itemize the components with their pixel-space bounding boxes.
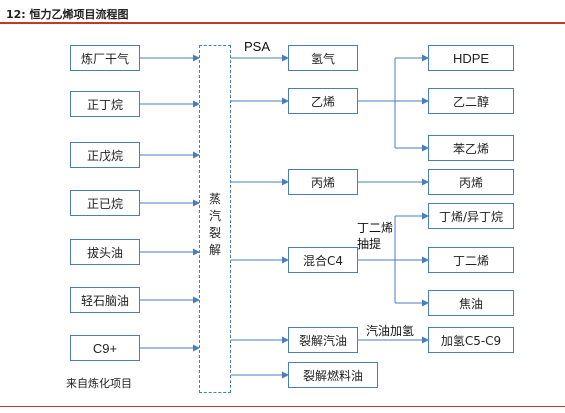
product-cracked-fuel-oil: 裂解燃料油 xyxy=(288,362,378,388)
figure-title: 12: 恒力乙烯项目流程图 xyxy=(6,8,129,21)
feedstock-n-pentane: 正戊烷 xyxy=(70,142,140,168)
steam-char-2: 汽 xyxy=(208,209,221,223)
feedstock-refinery-dry-gas: 炼厂干气 xyxy=(70,45,140,71)
steam-char-3: 裂 xyxy=(208,226,221,240)
product-hydrogen: 氢气 xyxy=(288,45,358,71)
extraction-label-1: 丁二烯 xyxy=(357,221,394,235)
steam-char-4: 解 xyxy=(208,243,221,257)
gas-hydro-label: 汽油加氢 xyxy=(366,324,415,338)
extraction-label-2: 抽提 xyxy=(357,237,382,251)
product-propylene: 丙烯 xyxy=(288,169,358,195)
downstream-styrene: 苯乙烯 xyxy=(428,135,514,161)
downstream-ethylene-glycol: 乙二醇 xyxy=(428,88,514,114)
downstream-coke-oil: 焦油 xyxy=(428,290,514,316)
steam-char-1: 蒸 xyxy=(208,192,221,206)
feedstock-n-hexane: 正已烷 xyxy=(70,190,140,216)
feedstock-n-butane: 正丁烷 xyxy=(70,91,140,117)
feedstock-c9-plus: C9+ xyxy=(70,335,140,361)
downstream-butene: 丁烯/异丁烷 xyxy=(428,203,514,229)
feedstock-light-naphtha: 轻石脑油 xyxy=(70,287,140,313)
downstream-hydro-c5-c9: 加氢C5-C9 xyxy=(428,327,514,353)
product-mixed-c4: 混合C4 xyxy=(288,247,358,273)
downstream-hdpe: HDPE xyxy=(428,45,514,71)
top-divider xyxy=(0,22,565,24)
steam-cracking-unit: 蒸 汽 裂 解 xyxy=(199,45,231,393)
source-note: 来自炼化项目 xyxy=(66,377,132,390)
downstream-propylene: 丙烯 xyxy=(428,169,514,195)
psa-label: PSA xyxy=(244,39,271,54)
feedstock-topping-oil: 拔头油 xyxy=(70,239,140,265)
bottom-divider xyxy=(0,406,565,407)
downstream-butadiene: 丁二烯 xyxy=(428,247,514,273)
product-ethylene: 乙烯 xyxy=(288,88,358,114)
product-cracked-gasoline: 裂解汽油 xyxy=(288,327,358,353)
